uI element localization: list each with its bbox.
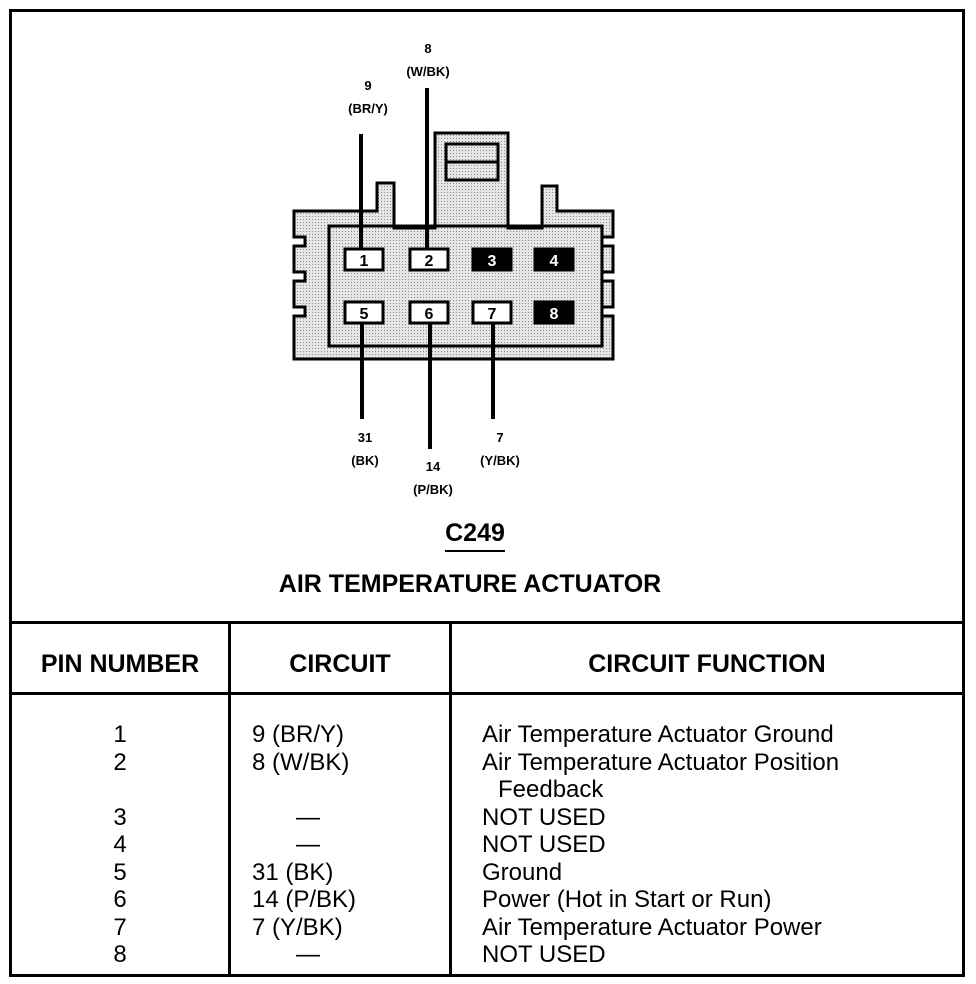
- wire-2-color: (W/BK): [406, 64, 449, 79]
- pin-number-column: 1 2 3 4 5 6 7 8: [12, 721, 228, 969]
- table-row-circuit: —: [296, 831, 320, 858]
- wire-6-circuit: 14: [426, 459, 441, 474]
- table-row-circuit: 7 (Y/BK): [252, 913, 343, 941]
- pin-4: [533, 247, 575, 272]
- header-circuit-function: CIRCUIT FUNCTION: [588, 650, 826, 678]
- table-row-circuit: 8 (W/BK): [252, 748, 350, 776]
- table-row-pin: 8: [113, 941, 127, 968]
- column-divider: [449, 624, 452, 977]
- wire-7-circuit: 7: [496, 430, 503, 445]
- pin-3-label: 3: [488, 253, 497, 270]
- pinout-table: PIN NUMBER CIRCUIT CIRCUIT FUNCTION 1 2 …: [12, 621, 962, 977]
- table-row-function: Air Temperature Actuator Position: [482, 748, 840, 776]
- table-row-function: Ground: [482, 858, 563, 886]
- connector-diagram: 1 2 3 4 5 6 7 8 9 (BR/Y) 8 (W/BK) 31 (BK…: [12, 12, 962, 618]
- pin-1-label: 1: [360, 253, 369, 270]
- wire-2-circuit: 8: [424, 41, 431, 56]
- pin-3: [471, 247, 513, 272]
- circuit-column: 9 (BR/Y) 8 (W/BK) — — 31 (BK) 14 (P/BK) …: [252, 721, 452, 969]
- table-row-pin: 7: [113, 913, 127, 941]
- table-row-function: NOT USED: [482, 941, 606, 968]
- pin-4-label: 4: [550, 253, 559, 270]
- pin-8-label: 8: [550, 306, 559, 323]
- header-divider: [12, 692, 962, 695]
- pin-8: [533, 300, 575, 325]
- diagram-frame: 1 2 3 4 5 6 7 8 9 (BR/Y) 8 (W/BK) 31 (BK…: [9, 9, 965, 977]
- table-row-spacer: [252, 776, 452, 804]
- wire-5-color: (BK): [351, 453, 378, 468]
- table-row-circuit: 9 (BR/Y): [252, 721, 345, 748]
- wire-5-circuit: 31: [358, 430, 372, 445]
- pin-6-label: 6: [425, 306, 434, 323]
- connector-drawing: 1 2 3 4 5 6 7 8 9 (BR/Y) 8 (W/BK) 31 (BK…: [292, 41, 615, 497]
- table-row-function-continued: Feedback: [498, 776, 604, 803]
- pin-5-label: 5: [360, 306, 369, 323]
- wire-1-circuit: 9: [364, 78, 371, 93]
- connector-inner-outline: [327, 224, 604, 348]
- pin-7-label: 7: [488, 306, 497, 323]
- header-circuit: CIRCUIT: [289, 650, 391, 678]
- header-pin-number: PIN NUMBER: [40, 650, 200, 678]
- table-row-circuit: 14 (P/BK): [252, 886, 357, 913]
- wire-6-color: (P/BK): [413, 482, 453, 497]
- pin-1: [343, 247, 385, 272]
- table-row-spacer: [12, 776, 228, 804]
- table-row-circuit: —: [296, 941, 320, 968]
- table-row-pin: 4: [113, 831, 127, 858]
- function-column: Air Temperature Actuator Ground Air Temp…: [482, 721, 952, 969]
- table-row-function: NOT USED: [482, 831, 606, 858]
- table-row-function: NOT USED: [482, 803, 606, 831]
- table-row-pin: 5: [113, 858, 127, 886]
- table-row-circuit: —: [296, 803, 320, 831]
- column-divider: [228, 624, 231, 977]
- table-row-pin: 2: [113, 748, 127, 776]
- table-row-function: Air Temperature Actuator Ground: [482, 721, 834, 748]
- table-row-function: Power (Hot in Start or Run): [482, 886, 772, 913]
- table-row-circuit: 31 (BK): [252, 858, 334, 886]
- wire-1-color: (BR/Y): [348, 101, 388, 116]
- table-row-function: Air Temperature Actuator Power: [482, 913, 822, 941]
- pin-2-label: 2: [425, 253, 434, 270]
- table-row-pin: 6: [113, 886, 127, 913]
- table-row-pin: 1: [113, 721, 127, 748]
- wire-7-color: (Y/BK): [480, 453, 520, 468]
- connector-name: AIR TEMPERATURE ACTUATOR: [278, 570, 662, 598]
- table-row-pin: 3: [113, 803, 127, 831]
- connector-id: C249: [12, 519, 938, 552]
